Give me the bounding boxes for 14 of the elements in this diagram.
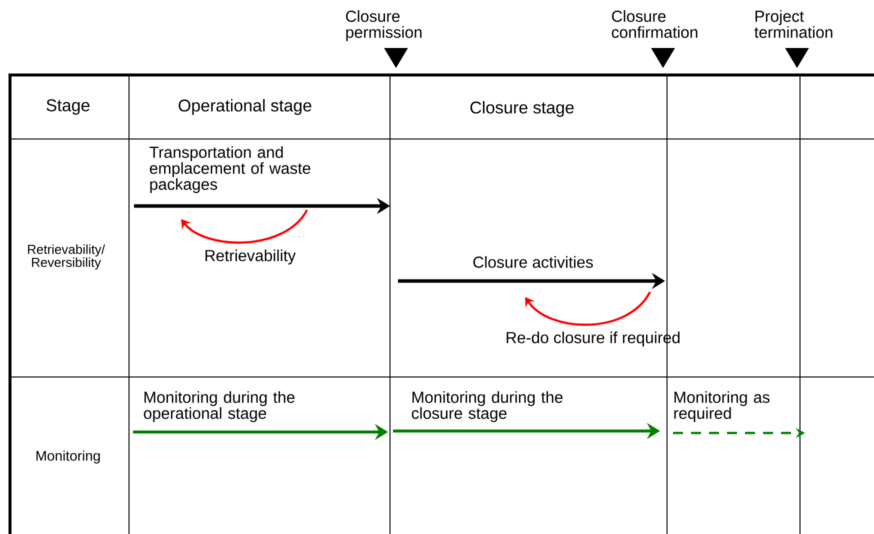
milestone-label: Project termination	[754, 10, 832, 38]
row-heading: Monitoring	[36, 450, 100, 464]
milestone-label: Closure permission	[346, 10, 422, 42]
column-heading: Operational stage	[178, 99, 312, 115]
row-heading: Retrievability/ Reversibility	[28, 244, 105, 270]
activity-label: Monitoring as required	[674, 391, 770, 422]
milestone-label: Closure confirmation	[612, 10, 698, 38]
column-heading: Stage	[46, 99, 90, 115]
column-heading: Closure stage	[470, 101, 574, 117]
activity-label: Monitoring during the closure stage	[412, 391, 563, 422]
activity-label: Closure activities	[473, 256, 593, 268]
arrow-label: Retrievability	[206, 250, 296, 264]
activity-label: Monitoring during the operational stage	[144, 391, 295, 422]
activity-label: Transportation and emplacement of waste packages	[150, 146, 310, 194]
